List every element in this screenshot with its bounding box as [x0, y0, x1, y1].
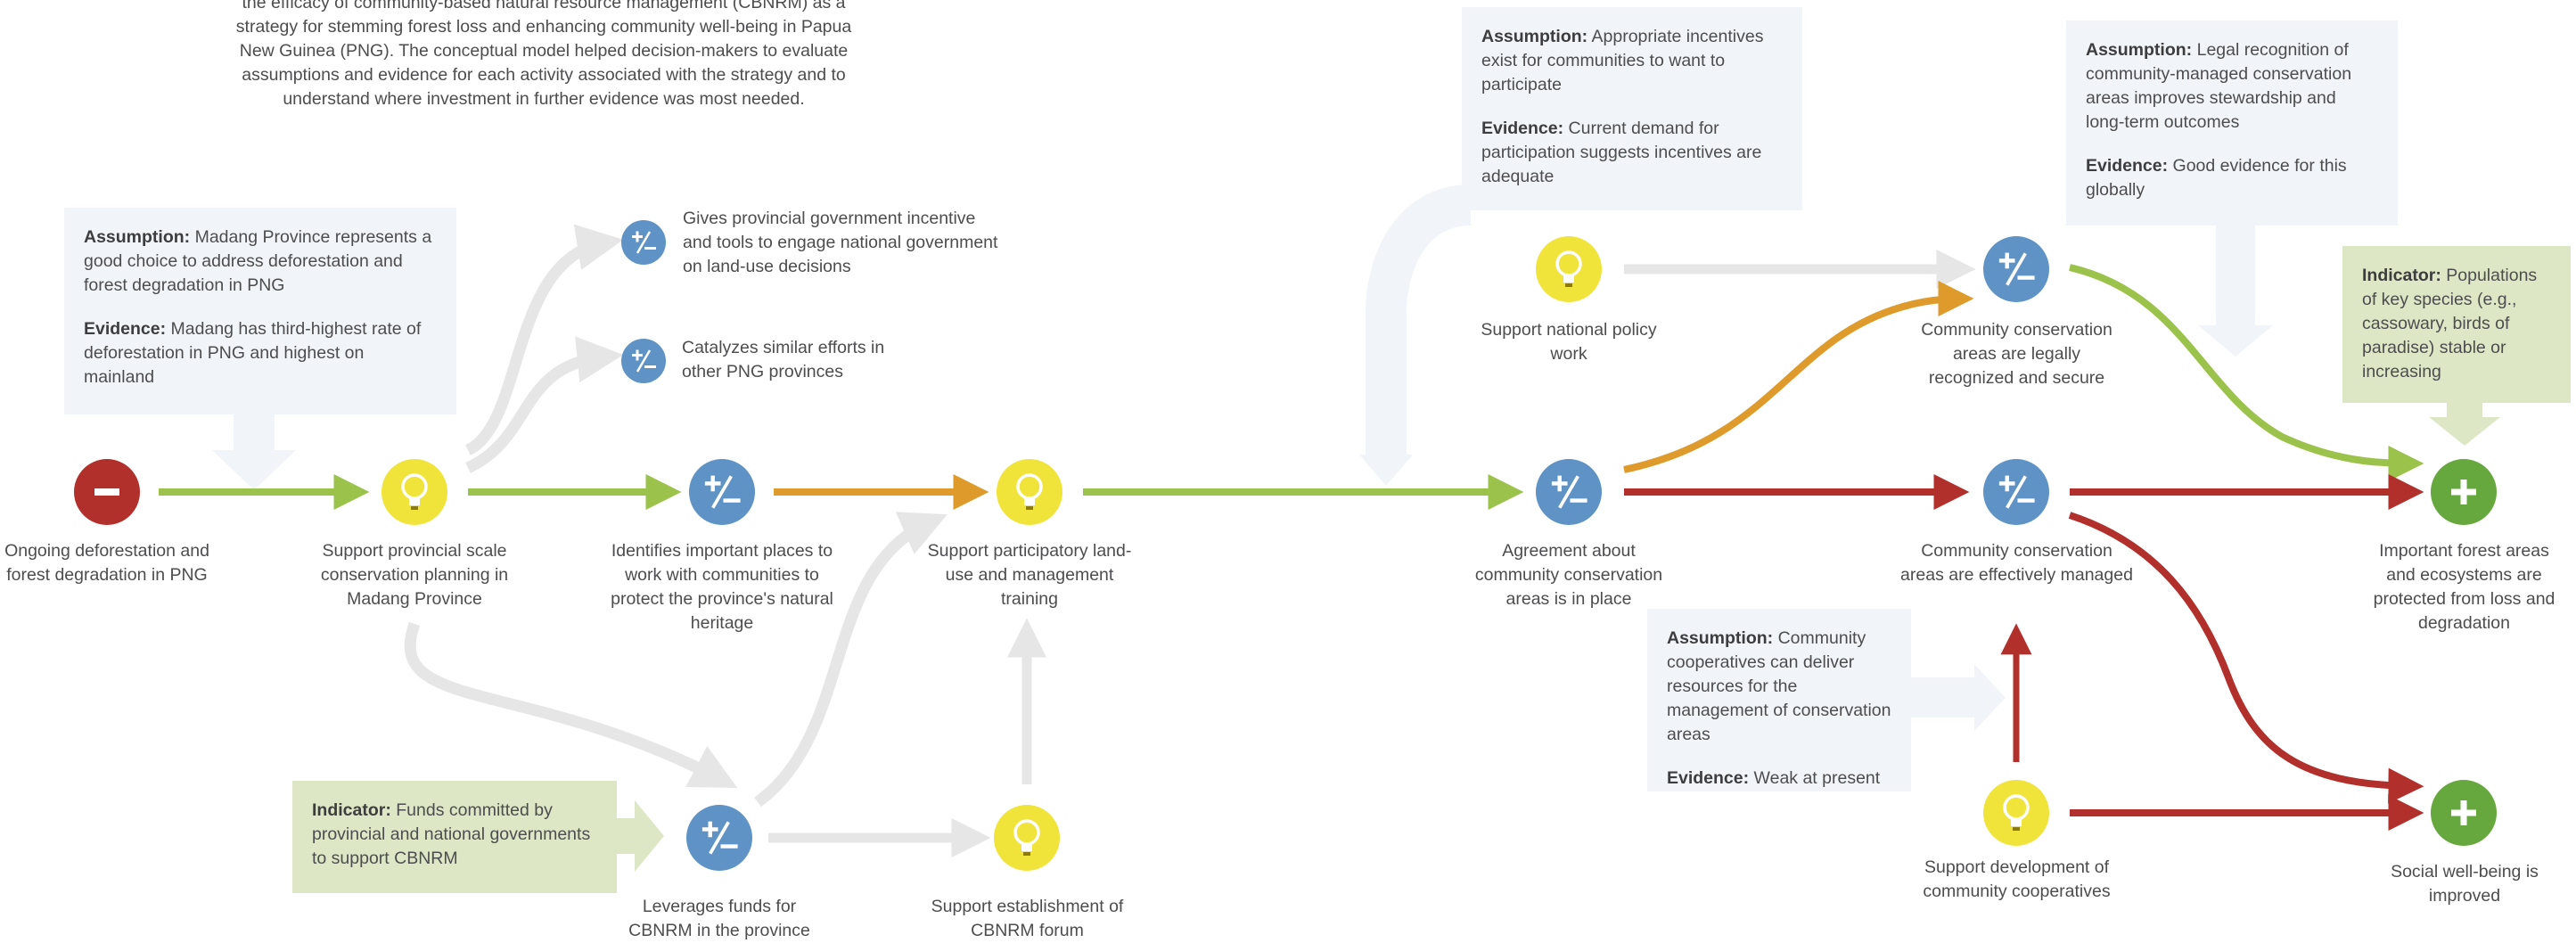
node-forum: [994, 805, 1060, 871]
assumption-text: Madang Province represents a good choice…: [84, 227, 432, 295]
box-connector-cooperatives: [1909, 664, 2006, 731]
box-connector-incentives-head: [1359, 455, 1413, 486]
node-agreement: [1536, 459, 1602, 525]
assumption-key: Assumption:: [1667, 628, 1774, 648]
node-cooperatives: [1983, 780, 2049, 846]
label-participatory: Support participatory land-use and manag…: [927, 541, 1132, 609]
lightbulb-icon: [1013, 819, 1040, 856]
assumption-box-madang: Assumption: Madang Province represents a…: [64, 208, 456, 414]
label-agreement: Agreement about community conservation a…: [1474, 541, 1663, 609]
plus-icon: [2451, 800, 2476, 825]
indicator-box-species: Indicator: Populations of key species (e…: [2342, 246, 2571, 403]
node-leverages: [686, 805, 752, 871]
node-incentive-tools: [621, 220, 666, 265]
arrow-leverages-to-participatory: [754, 512, 948, 808]
evidence-key: Evidence:: [2086, 156, 2169, 176]
assumption-box-incentives: Assumption: Appropriate incentives exist…: [1462, 7, 1802, 210]
evidence-key: Evidence:: [84, 319, 167, 339]
plus-minus-icon: [1551, 475, 1587, 509]
node-forest-protected: [2431, 459, 2497, 525]
intro-line: strategy for stemming forest loss and en…: [235, 17, 852, 37]
intro-paragraph: the efficacy of community-based natural …: [205, 0, 882, 111]
arrow-planning-to-incentive: [464, 224, 624, 455]
label-leverages: Leverages funds for CBNRM in the provinc…: [628, 897, 810, 940]
assumption-box-legal: Assumption: Legal recognition of communi…: [2066, 20, 2398, 226]
plus-minus-icon: [1998, 252, 2035, 286]
node-participatory: [997, 459, 1062, 525]
plus-minus-icon: [632, 231, 656, 254]
arrow-managed-to-wellbeing: [2068, 512, 2424, 804]
label-cooperatives: Support development of community coopera…: [1923, 857, 2111, 901]
assumption-text: Legal recognition of community-managed c…: [2086, 40, 2352, 132]
evidence-text: Madang has third-highest rate of defores…: [84, 319, 422, 387]
box-connector-madang: [212, 412, 296, 490]
node-deforestation: [74, 459, 140, 525]
node-effectively-managed: [1983, 459, 2049, 525]
node-catalyzes: [621, 339, 666, 383]
box-connector-species: [2429, 401, 2500, 446]
indicator-key: Indicator:: [312, 800, 391, 820]
assumption-key: Assumption:: [84, 227, 191, 247]
intro-line: the efficacy of community-based natural …: [242, 0, 846, 12]
arrow-legal-to-forest: [2069, 264, 2424, 481]
arrow-planning-to-leverages: [404, 621, 738, 789]
lightbulb-icon: [1555, 250, 1582, 287]
evidence-key: Evidence:: [1481, 119, 1564, 138]
plus-minus-icon: [701, 821, 738, 855]
label-effectively-managed: Community conservation areas are effecti…: [1900, 541, 2133, 585]
assumption-text: Community cooperatives can deliver resou…: [1667, 628, 1891, 744]
box-connector-funds: [615, 800, 664, 872]
evidence-text: Good evidence for this globally: [2086, 156, 2347, 200]
node-wellbeing: [2431, 780, 2497, 846]
node-legally-recognized: [1983, 236, 2049, 302]
label-deforestation: Ongoing deforestation and forest degrada…: [4, 541, 209, 585]
node-identifies-places: [689, 459, 755, 525]
assumption-key: Assumption:: [1481, 27, 1588, 46]
assumption-key: Assumption:: [2086, 40, 2193, 60]
assumption-text: Appropriate incentives exist for communi…: [1481, 27, 1764, 94]
lightbulb-icon: [1016, 473, 1043, 510]
indicator-text: Populations of key species (e.g., cassow…: [2362, 266, 2538, 381]
intro-line: understand where investment in further e…: [283, 89, 805, 109]
label-legally-recognized: Community conservation areas are legally…: [1921, 320, 2112, 388]
intro-line: New Guinea (PNG). The conceptual model h…: [239, 41, 849, 61]
lightbulb-icon: [2003, 794, 2030, 831]
label-incentive-tools: Gives provincial government incentive an…: [683, 209, 998, 276]
box-connector-legal: [2198, 223, 2273, 357]
plus-minus-icon: [1998, 475, 2035, 509]
box-connector-incentives: [1366, 184, 1473, 459]
label-provincial-planning: Support provincial scale conservation pl…: [320, 541, 509, 609]
plus-minus-icon: [632, 349, 656, 373]
label-forum: Support establishment of CBNRM forum: [931, 897, 1124, 940]
node-provincial-planning: [381, 459, 447, 525]
label-wellbeing: Social well-being is improved: [2391, 862, 2539, 906]
arrow-planning-to-catalyzes: [465, 336, 624, 473]
plus-minus-icon: [704, 475, 741, 509]
node-national-policy: [1536, 236, 1602, 302]
label-identifies-places: Identifies important places to work with…: [611, 541, 833, 633]
evidence-text: Current demand for participation suggest…: [1481, 119, 1762, 186]
indicator-box-funds: Indicator: Funds committed by provincial…: [292, 781, 617, 893]
indicator-text: Funds committed by provincial and nation…: [312, 800, 591, 868]
lightbulb-icon: [401, 473, 428, 510]
minus-icon: [94, 488, 119, 496]
evidence-key: Evidence:: [1667, 768, 1750, 788]
label-forest-protected: Important forest areas and ecosystems ar…: [2373, 541, 2555, 633]
intro-line: assumptions and evidence for each activi…: [242, 65, 846, 85]
evidence-text: Weak at present: [1753, 768, 1881, 788]
label-national-policy: Support national policy work: [1481, 320, 1657, 364]
indicator-key: Indicator:: [2362, 266, 2441, 285]
plus-icon: [2451, 480, 2476, 504]
label-catalyzes: Catalyzes similar efforts in other PNG p…: [682, 338, 885, 381]
arrow-agreement-to-legal: [1623, 281, 1974, 473]
assumption-box-cooperatives: Assumption: Community cooperatives can d…: [1647, 609, 1911, 791]
